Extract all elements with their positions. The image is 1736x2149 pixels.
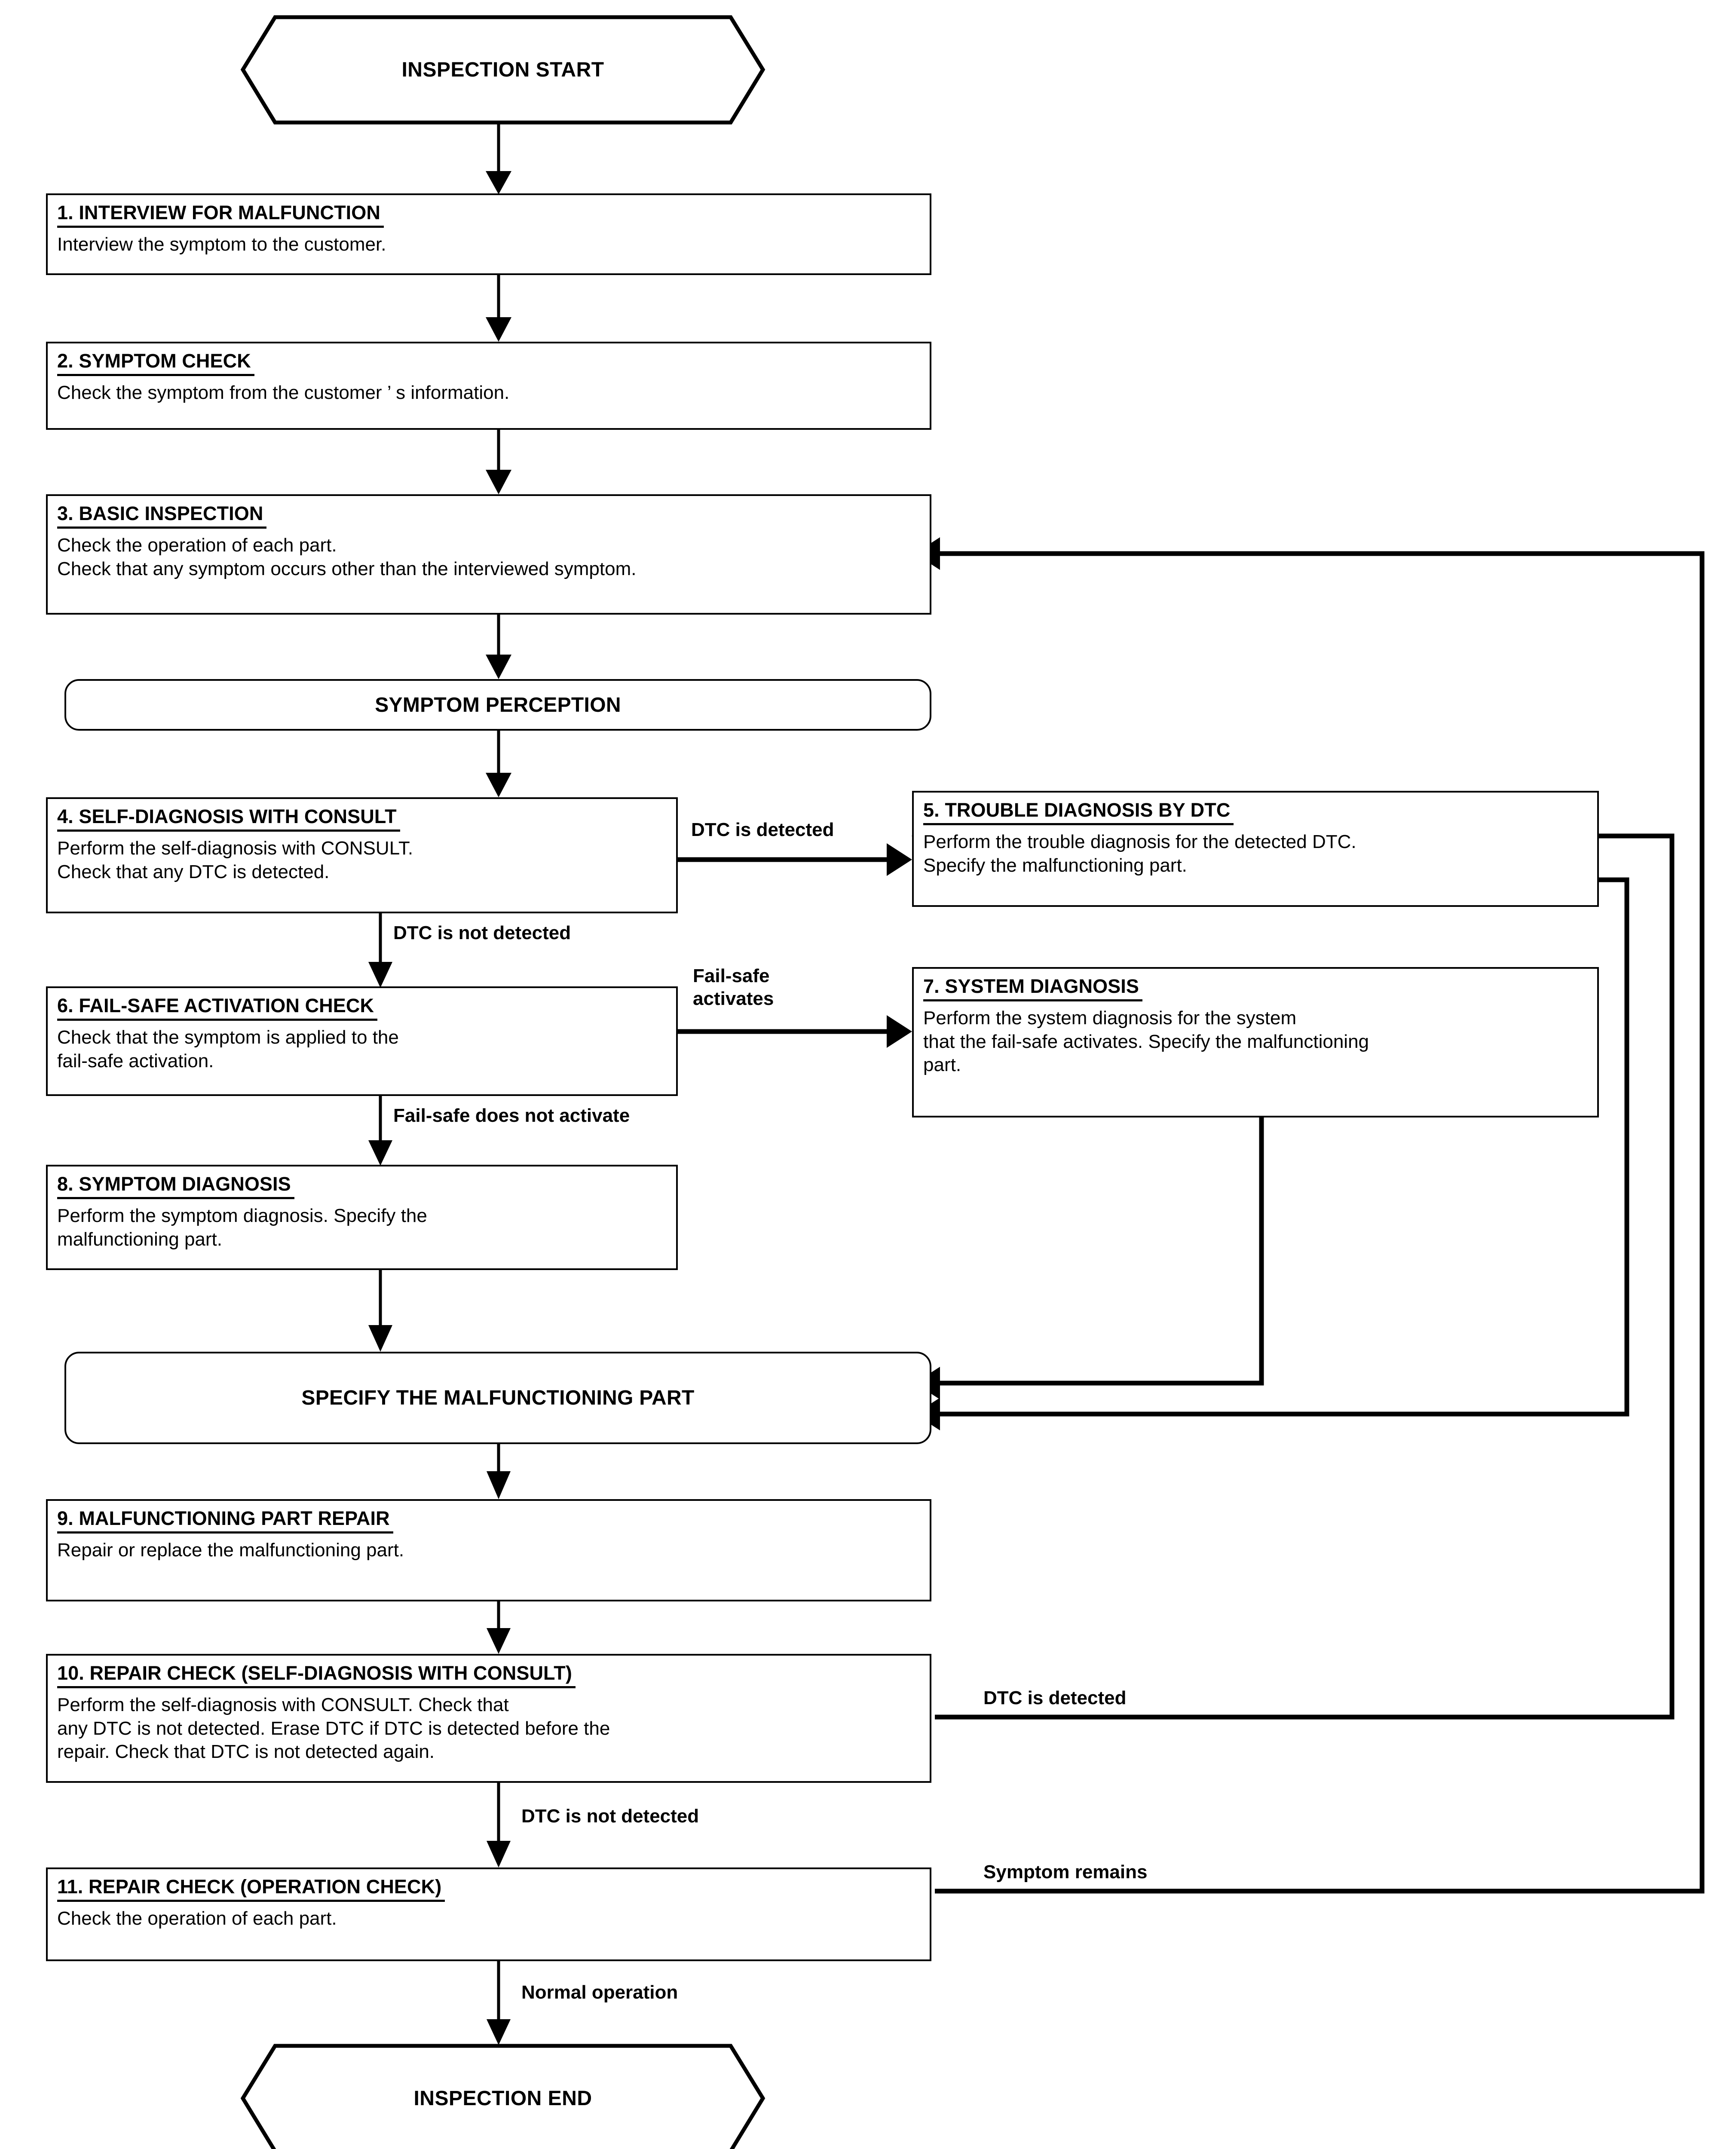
step-box-3: 3. BASIC INSPECTION Check the operation …	[46, 494, 931, 615]
step-box-2: 2. SYMPTOM CHECK Check the symptom from …	[46, 342, 931, 430]
connector-step8-to-specify-part	[368, 1268, 392, 1352]
state-specify-part: SPECIFY THE MALFUNCTIONING PART	[64, 1352, 931, 1444]
step-4-header: 4. SELF-DIAGNOSIS WITH CONSULT	[57, 805, 400, 832]
step-3-header: 3. BASIC INSPECTION	[57, 502, 267, 529]
edge-label-fail-safe-does-not-activate-6to8: Fail-safe does not activate	[393, 1105, 630, 1126]
step-8-body: Perform the symptom diagnosis. Specify t…	[57, 1205, 427, 1250]
start-label: INSPECTION START	[401, 58, 604, 81]
connector-step2-to-step3	[486, 430, 511, 494]
connector-step5-to-specify-part	[915, 877, 1629, 1430]
step-2-body: Check the symptom from the customer ’ s …	[57, 382, 510, 404]
step-box-7: 7. SYSTEM DIAGNOSIS Perform the system d…	[912, 967, 1599, 1117]
step-box-10: 10. REPAIR CHECK (SELF-DIAGNOSIS WITH CO…	[46, 1654, 931, 1783]
edge-label-dtc-is-detected-10back: DTC is detected	[983, 1687, 1127, 1708]
end-shape	[240, 2044, 765, 2149]
step-7-header: 7. SYSTEM DIAGNOSIS	[923, 975, 1142, 1002]
start-shape	[240, 15, 765, 125]
step-2-header: 2. SYMPTOM CHECK	[57, 349, 254, 377]
step-11-header: 11. REPAIR CHECK (OPERATION CHECK)	[57, 1875, 445, 1902]
step-6-header: 6. FAIL-SAFE ACTIVATION CHECK	[57, 994, 378, 1021]
step-1-body: Interview the symptom to the customer.	[57, 234, 386, 255]
terminator-start: INSPECTION START	[243, 17, 763, 122]
step-9-body: Repair or replace the malfunctioning par…	[57, 1540, 404, 1561]
connector-step10-to-step5	[912, 820, 1675, 1720]
step-box-4: 4. SELF-DIAGNOSIS WITH CONSULT Perform t…	[46, 797, 678, 913]
connector-step3-to-symptom-perception	[486, 615, 511, 679]
edge-label-dtc-is-not-detected-10to11: DTC is not detected	[521, 1806, 699, 1827]
step-box-11: 11. REPAIR CHECK (OPERATION CHECK) Check…	[46, 1867, 931, 1961]
step-7-body: Perform the system diagnosis for the sys…	[923, 1007, 1369, 1076]
step-box-8: 8. SYMPTOM DIAGNOSIS Perform the symptom…	[46, 1165, 678, 1270]
connector-specify-part-to-step9	[487, 1444, 511, 1499]
step-8-header: 8. SYMPTOM DIAGNOSIS	[57, 1172, 294, 1200]
state-specify-part-label: SPECIFY THE MALFUNCTIONING PART	[301, 1387, 695, 1409]
edge-label-dtc-is-detected-4to5: DTC is detected	[691, 819, 834, 840]
connector-step7-to-specify-part	[915, 1117, 1264, 1399]
step-box-1: 1. INTERVIEW FOR MALFUNCTION Interview t…	[46, 193, 931, 275]
step-6-body: Check that the symptom is applied to the…	[57, 1027, 399, 1071]
edge-label-normal-operation-11toend: Normal operation	[521, 1982, 678, 2003]
step-9-header: 9. MALFUNCTIONING PART REPAIR	[57, 1507, 393, 1534]
step-11-body: Check the operation of each part.	[57, 1908, 337, 1929]
connector-symptom-perception-to-step4	[486, 731, 511, 797]
connector-step4-to-step6	[368, 913, 392, 988]
state-symptom-perception-label: SYMPTOM PERCEPTION	[375, 693, 621, 716]
step-4-body: Perform the self-diagnosis with CONSULT.…	[57, 838, 413, 882]
connector-step9-to-step10	[487, 1601, 511, 1654]
state-symptom-perception: SYMPTOM PERCEPTION	[64, 679, 931, 731]
connector-start-to-step1	[486, 122, 511, 194]
connector-step10-to-step11	[487, 1782, 511, 1867]
connector-step11-to-end	[487, 1960, 511, 2045]
step-box-9: 9. MALFUNCTIONING PART REPAIR Repair or …	[46, 1499, 931, 1601]
connector-step6-to-step8	[368, 1094, 392, 1166]
end-label: INSPECTION END	[413, 2087, 592, 2110]
step-5-header: 5. TROUBLE DIAGNOSIS BY DTC	[923, 799, 1234, 826]
step-1-header: 1. INTERVIEW FOR MALFUNCTION	[57, 201, 384, 228]
step-10-header: 10. REPAIR CHECK (SELF-DIAGNOSIS WITH CO…	[57, 1662, 576, 1689]
edge-label-symptom-remains-11back: Symptom remains	[983, 1861, 1148, 1883]
step-10-body: Perform the self-diagnosis with CONSULT.…	[57, 1694, 610, 1763]
connector-step1-to-step2	[486, 275, 511, 342]
step-3-body: Check the operation of each part. Check …	[57, 535, 637, 579]
connector-step6-to-step7	[675, 1015, 912, 1048]
edge-label-fail-safe-activates-6to7: Fail-safe activates	[693, 965, 774, 1009]
step-5-body: Perform the trouble diagnosis for the de…	[923, 831, 1356, 876]
edge-label-dtc-is-not-detected-4to6: DTC is not detected	[393, 922, 571, 943]
step-box-6: 6. FAIL-SAFE ACTIVATION CHECK Check that…	[46, 986, 678, 1096]
terminator-end: INSPECTION END	[243, 2046, 763, 2149]
connector-step4-to-step5	[675, 843, 912, 876]
step-box-5: 5. TROUBLE DIAGNOSIS BY DTC Perform the …	[912, 791, 1599, 907]
